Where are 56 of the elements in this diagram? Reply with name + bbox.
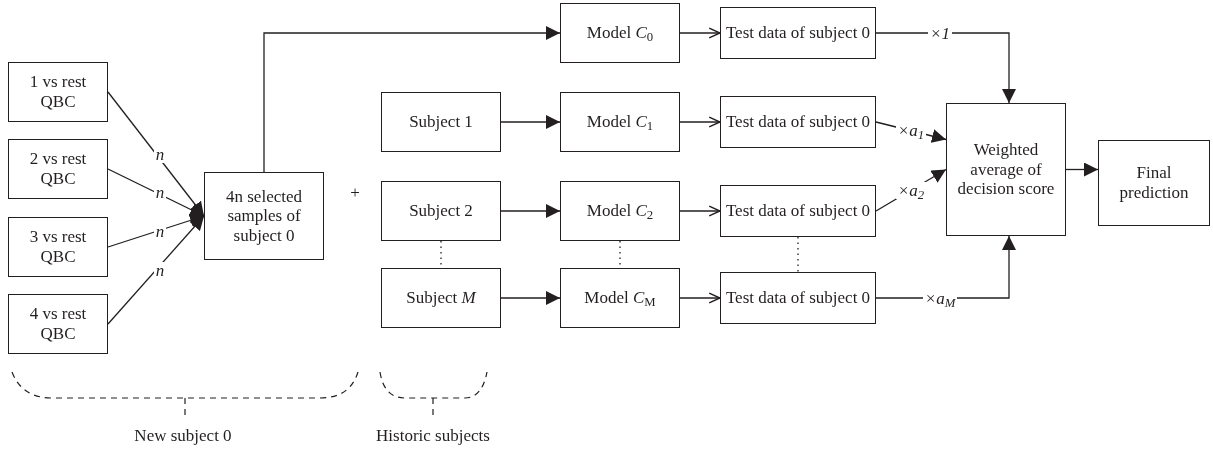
arrow (107, 168, 205, 217)
group-label: New subject 0 (134, 426, 232, 446)
process-box (381, 268, 501, 328)
edge-label: ×a$_{2}$ (895, 181, 927, 199)
arrow (679, 116, 721, 128)
process-box (8, 139, 108, 199)
process-box (8, 62, 108, 122)
arrow (679, 292, 721, 304)
box-label: Model C$_{2}$ (586, 201, 654, 221)
box-label: Test data of subject 0 (725, 201, 871, 221)
box-label: Subject 2 (409, 201, 473, 221)
arrow (107, 213, 205, 248)
box-label: 4n selected samples of subject 0 (225, 186, 303, 246)
arrow (263, 26, 561, 173)
dotted-connector (797, 236, 799, 273)
arrow (107, 215, 205, 325)
arrow (500, 291, 561, 305)
process-box (1098, 140, 1210, 226)
edge-label: n (153, 261, 167, 279)
arrow (679, 205, 721, 217)
arrow (500, 115, 561, 129)
arrow (500, 204, 561, 218)
box-label: Test data of subject 0 (725, 288, 871, 308)
process-box (720, 185, 876, 237)
box-label: Test data of subject 0 (725, 112, 871, 132)
process-box (720, 272, 876, 324)
arrow (1065, 162, 1099, 177)
arrow (679, 27, 721, 39)
process-box (381, 92, 501, 152)
arrow (107, 91, 205, 217)
box-label: Subject M (406, 288, 476, 308)
process-box (946, 103, 1066, 236)
box-label: 4 vs rest QBC (28, 304, 88, 344)
process-box (560, 3, 680, 63)
box-label: Weighted average of decision score (956, 140, 1056, 199)
process-box (8, 217, 108, 277)
box-label: Model C$_{M}$ (584, 288, 656, 308)
process-box (720, 7, 876, 59)
box-label: Subject 1 (409, 112, 473, 132)
process-box (204, 172, 324, 260)
arrow (875, 32, 1016, 104)
process-box (720, 96, 876, 148)
box-label: 1 vs rest QBC (28, 72, 88, 112)
box-label: 3 vs rest QBC (28, 227, 88, 267)
group-label: Historic subjects (376, 426, 490, 446)
box-label: Model C$_{0}$ (586, 23, 654, 43)
plus-sign: + (350, 183, 360, 203)
process-box (381, 181, 501, 241)
process-box (8, 294, 108, 354)
process-box (560, 268, 680, 328)
process-box (560, 92, 680, 152)
box-label: Final prediction (1118, 163, 1190, 203)
box-label: Test data of subject 0 (725, 23, 871, 43)
box-label: Model C$_{1}$ (586, 112, 654, 132)
process-box (560, 181, 680, 241)
box-label: 2 vs rest QBC (28, 149, 88, 189)
